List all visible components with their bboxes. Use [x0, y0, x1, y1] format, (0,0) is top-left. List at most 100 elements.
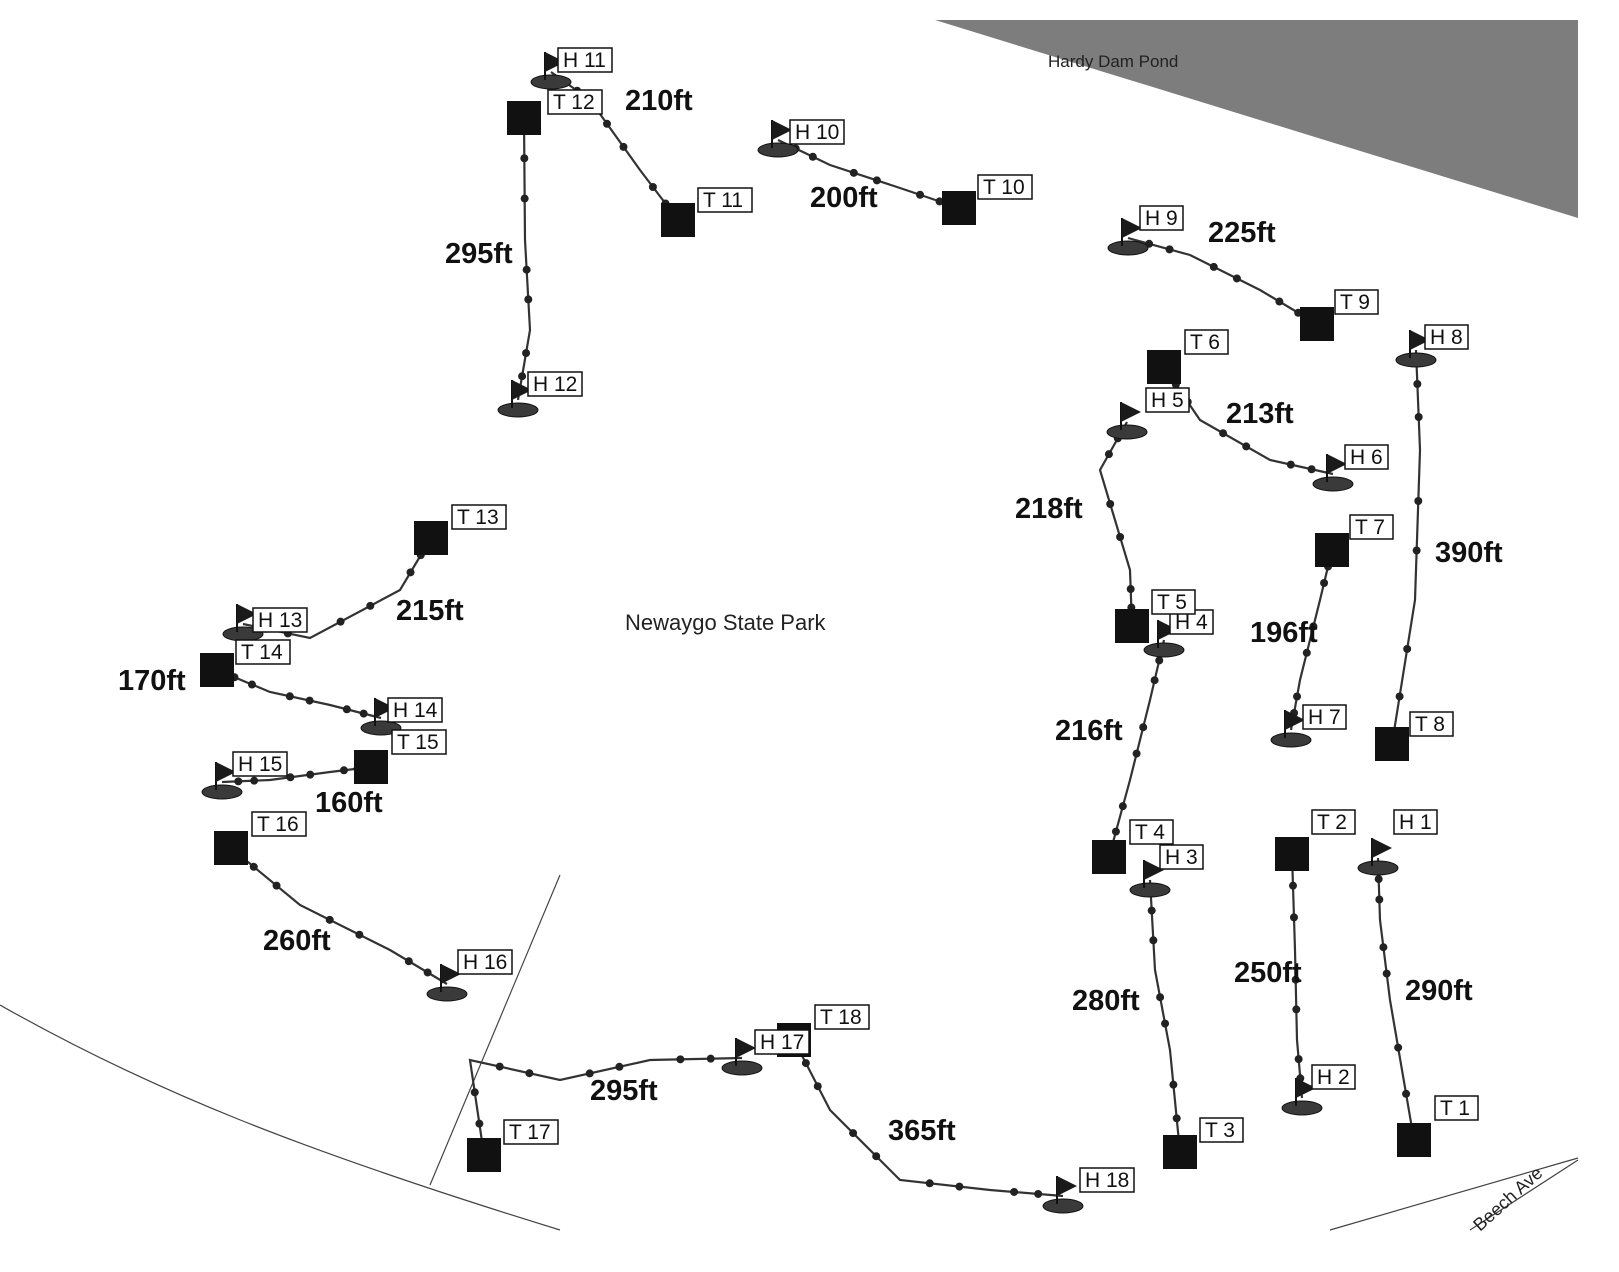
flag-icon[interactable]: [216, 762, 236, 782]
path-waypoint: [1291, 975, 1300, 984]
tee-marker[interactable]: [467, 1138, 501, 1172]
hole-label: H 3: [1159, 844, 1204, 870]
tee-marker[interactable]: [1163, 1135, 1197, 1169]
tee-marker[interactable]: [214, 831, 248, 865]
tee-marker[interactable]: [1092, 840, 1126, 874]
path-waypoint: [849, 1129, 858, 1138]
flag-icon[interactable]: [736, 1038, 756, 1058]
tee-marker[interactable]: [354, 750, 388, 784]
hole-label-text: H 3: [1165, 846, 1198, 869]
tee-label-text: T 11: [703, 189, 743, 212]
hole-path: [550, 71, 679, 221]
hole-label: H 6: [1344, 444, 1389, 470]
pond-label: Hardy Dam Pond: [1048, 52, 1178, 71]
hole-label-box: [1079, 1167, 1135, 1193]
path-waypoint: [1288, 881, 1297, 890]
distance-label: 280ft: [1072, 985, 1140, 1017]
path-waypoint: [1309, 622, 1318, 631]
flag-icon[interactable]: [1121, 402, 1141, 422]
path-waypoint: [306, 770, 315, 779]
hole-label: H 14: [387, 697, 443, 723]
tee-marker[interactable]: [1397, 1123, 1431, 1157]
path-waypoint: [1209, 262, 1218, 271]
pin-base: [757, 142, 799, 158]
pin-base: [426, 986, 468, 1002]
path-waypoint: [1172, 1114, 1181, 1123]
flag-icon[interactable]: [1122, 218, 1142, 238]
tee-label: T 7: [1349, 514, 1394, 540]
flag-icon[interactable]: [375, 698, 395, 718]
pin-base: [530, 74, 572, 90]
tee-marker[interactable]: [1315, 533, 1349, 567]
flag-icon[interactable]: [1410, 330, 1430, 350]
hole-label-text: H 13: [258, 609, 302, 632]
tee-label-text: T 2: [1317, 811, 1347, 834]
tee-marker[interactable]: [1275, 837, 1309, 871]
tee-marker[interactable]: [942, 191, 976, 225]
path-waypoint: [247, 680, 256, 689]
tee-label: T 13: [451, 504, 507, 530]
hole-label: H 8: [1424, 324, 1469, 350]
flag-icon[interactable]: [1372, 838, 1392, 858]
hole-label-box: [1159, 844, 1204, 870]
road-beech-ave: [1469, 1159, 1579, 1231]
tee-marker[interactable]: [414, 521, 448, 555]
flag-icon[interactable]: [441, 964, 461, 984]
tee-marker[interactable]: [507, 101, 541, 135]
path-waypoint: [520, 154, 529, 163]
path-waypoint: [1150, 676, 1159, 685]
path-waypoint: [1116, 533, 1125, 541]
path-waypoint: [872, 176, 881, 185]
path-waypoint: [475, 1119, 484, 1128]
pin-base: [1312, 476, 1354, 492]
tee-marker[interactable]: [1147, 350, 1181, 384]
tee-label-box: [814, 1004, 870, 1030]
path-waypoint: [1118, 802, 1127, 811]
tee-marker[interactable]: [661, 203, 695, 237]
path-waypoint: [706, 1054, 715, 1063]
path-waypoint: [336, 617, 345, 626]
tee-marker[interactable]: [1375, 727, 1409, 761]
hole-label: H 17: [754, 1029, 810, 1055]
hole-label-text: H 6: [1350, 446, 1383, 469]
flag-icon[interactable]: [1327, 454, 1347, 474]
path-waypoint: [522, 349, 531, 358]
flag-icon[interactable]: [772, 120, 792, 140]
tee-marker[interactable]: [1300, 307, 1334, 341]
path-waypoint: [1402, 1089, 1411, 1098]
flag-icon[interactable]: [545, 52, 565, 72]
flag-icon[interactable]: [512, 380, 532, 400]
distance-label: 216ft: [1055, 715, 1123, 747]
hole-label-box: [387, 697, 443, 723]
pin-base: [497, 402, 539, 418]
hole-label-box: [1344, 444, 1389, 470]
flag-icon[interactable]: [1285, 710, 1305, 730]
flag-icon[interactable]: [1057, 1176, 1077, 1196]
tee-label: T 15: [391, 729, 447, 755]
tee-label: T 18: [814, 1004, 870, 1030]
tee-label: T 3: [1199, 1117, 1244, 1143]
flag-icon[interactable]: [1158, 620, 1178, 640]
path-waypoint: [872, 1152, 881, 1161]
path-waypoint: [1294, 1055, 1303, 1064]
flag-icon[interactable]: [237, 604, 257, 624]
path-waypoint: [525, 1069, 534, 1078]
flag-icon[interactable]: [1296, 1078, 1316, 1098]
pin-base: [1107, 240, 1149, 256]
tee-label-text: T 1: [1440, 1097, 1470, 1120]
pin-base: [721, 1060, 763, 1076]
tee-marker[interactable]: [1115, 609, 1149, 643]
tee-label-text: T 18: [820, 1006, 862, 1029]
path-waypoint: [495, 1062, 504, 1071]
tee-label-box: [697, 187, 753, 213]
tee-label-box: [503, 1119, 559, 1145]
path-waypoint: [1275, 297, 1284, 306]
path-waypoint: [1412, 546, 1421, 555]
tee-marker[interactable]: [200, 653, 234, 687]
tee-label: T 4: [1129, 819, 1174, 845]
flag-icon[interactable]: [1144, 860, 1164, 880]
hole-label-text: H 11: [563, 49, 606, 72]
hole-5: [1098, 402, 1149, 643]
hole-path: [1127, 236, 1318, 325]
